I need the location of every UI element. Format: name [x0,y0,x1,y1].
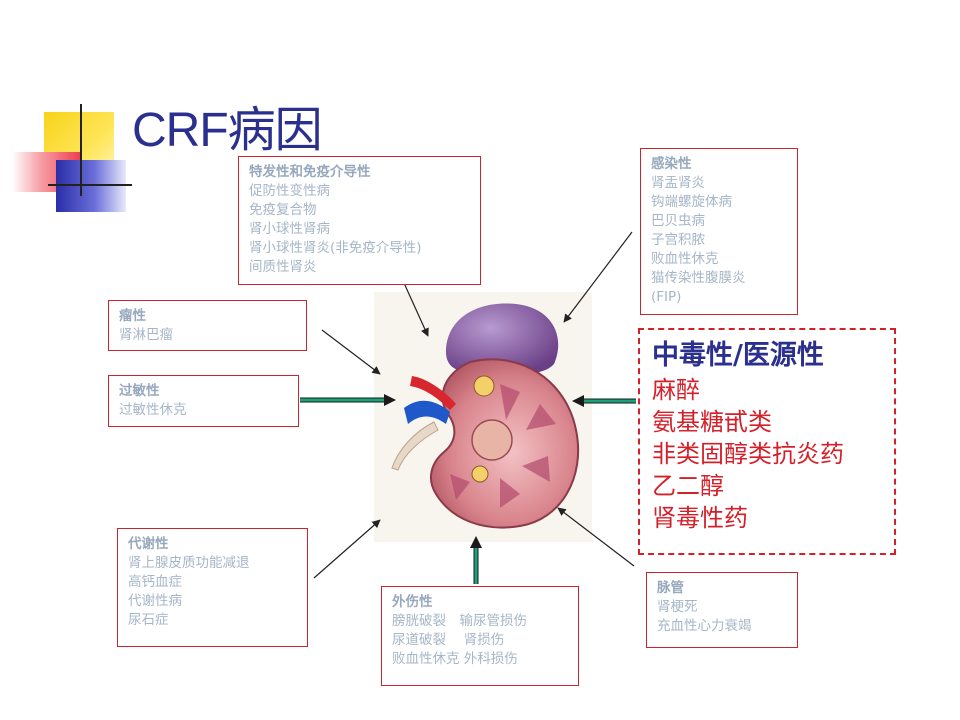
box-heading: 过敏性 [119,383,160,399]
box-heading: 脉管 [657,580,684,596]
box-item: 高钙血症 [128,574,182,590]
box-item: 尿道破裂 肾损伤 [392,632,505,648]
arrow-allergic [300,394,396,406]
box-item: 麻醉 [652,376,700,404]
deco-vertical-line [80,104,82,196]
box-trauma: 外伤性 膀胱破裂 输尿管损伤 尿道破裂 肾损伤 败血性休克 外科损伤 [381,586,579,686]
pyramid [500,478,520,508]
deco-horizontal-line [48,184,132,186]
pyramid [450,474,470,500]
box-heading: 瘤性 [119,308,146,324]
box-item: 肾小球性肾炎(非免疫介导性) [249,240,422,256]
box-vascular: 脉管 肾梗死 充血性心力衰竭 [646,572,798,648]
box-toxic: 中毒性/医源性 麻醉 氨基糖甙类 非类固醇类抗炎药 乙二醇 肾毒性药 [638,328,896,555]
box-item: 子宫积脓 [651,232,705,248]
arrow-trauma [470,536,482,584]
renal-pelvis [471,419,513,461]
box-metabolic: 代谢性 肾上腺皮质功能减退 高钙血症 代谢性病 尿石症 [117,528,308,647]
arrow-tumor [321,329,381,375]
arrow-vascular [557,507,635,567]
renal-vein [404,400,450,424]
box-item: 败血性休克 外科损伤 [392,651,518,667]
box-item: 巴贝虫病 [651,213,705,229]
box-item: 钩端螺旋体病 [651,194,732,210]
box-heading: 代谢性 [128,536,169,552]
box-item: 过敏性休克 [119,402,187,418]
box-allergic: 过敏性 过敏性休克 [108,375,299,427]
calyx [471,465,489,483]
box-item: 猫传染性腹膜炎 [651,270,746,286]
box-item: 氨基糖甙类 [652,408,772,436]
box-infectious: 感染性 肾盂肾炎 钩端螺旋体病 巴贝虫病 子宫积脓 败血性休克 猫传染性腹膜炎 … [640,148,798,315]
deco-blue-square [56,160,126,212]
box-item: 乙二醇 [652,472,724,500]
page-title: CRF病因 [132,104,323,157]
box-heading: 中毒性/医源性 [652,340,824,371]
box-item: (FIP) [651,289,682,305]
box-item: 代谢性病 [128,593,182,609]
pyramid [500,384,520,420]
box-tumor: 瘤性 肾淋巴瘤 [108,300,307,351]
ureter [391,421,439,471]
adrenal-gland [446,303,559,374]
box-item: 肾淋巴瘤 [119,327,173,343]
box-heading: 感染性 [651,156,692,172]
box-item: 膀胱破裂 输尿管损伤 [392,613,527,629]
pyramid [522,456,550,482]
renal-artery [410,376,456,410]
box-item: 尿石症 [128,612,169,628]
arrow-idiopathic [403,282,429,337]
box-item: 肾盂肾炎 [651,175,705,191]
box-item: 肾毒性药 [652,504,748,532]
arrow-infectious [563,231,633,323]
box-item: 肾梗死 [657,599,698,615]
arrow-toxic [572,395,636,407]
box-item: 非类固醇类抗炎药 [652,440,844,468]
box-item: 充血性心力衰竭 [657,618,752,634]
box-heading: 外伤性 [392,594,433,610]
box-heading: 特发性和免疫介导性 [249,164,371,180]
box-item: 间质性肾炎 [249,259,317,275]
box-item: 促防性变性病 [249,183,330,199]
box-idiopathic: 特发性和免疫介导性 促防性变性病 免疫复合物 肾小球性肾病 肾小球性肾炎(非免疫… [238,156,481,285]
box-item: 肾小球性肾病 [249,221,330,237]
pyramid [526,404,556,430]
box-item: 肾上腺皮质功能减退 [128,555,250,571]
arrow-metabolic [313,519,381,579]
calyx [473,375,495,397]
box-item: 败血性休克 [651,251,719,267]
box-item: 免疫复合物 [249,202,317,218]
